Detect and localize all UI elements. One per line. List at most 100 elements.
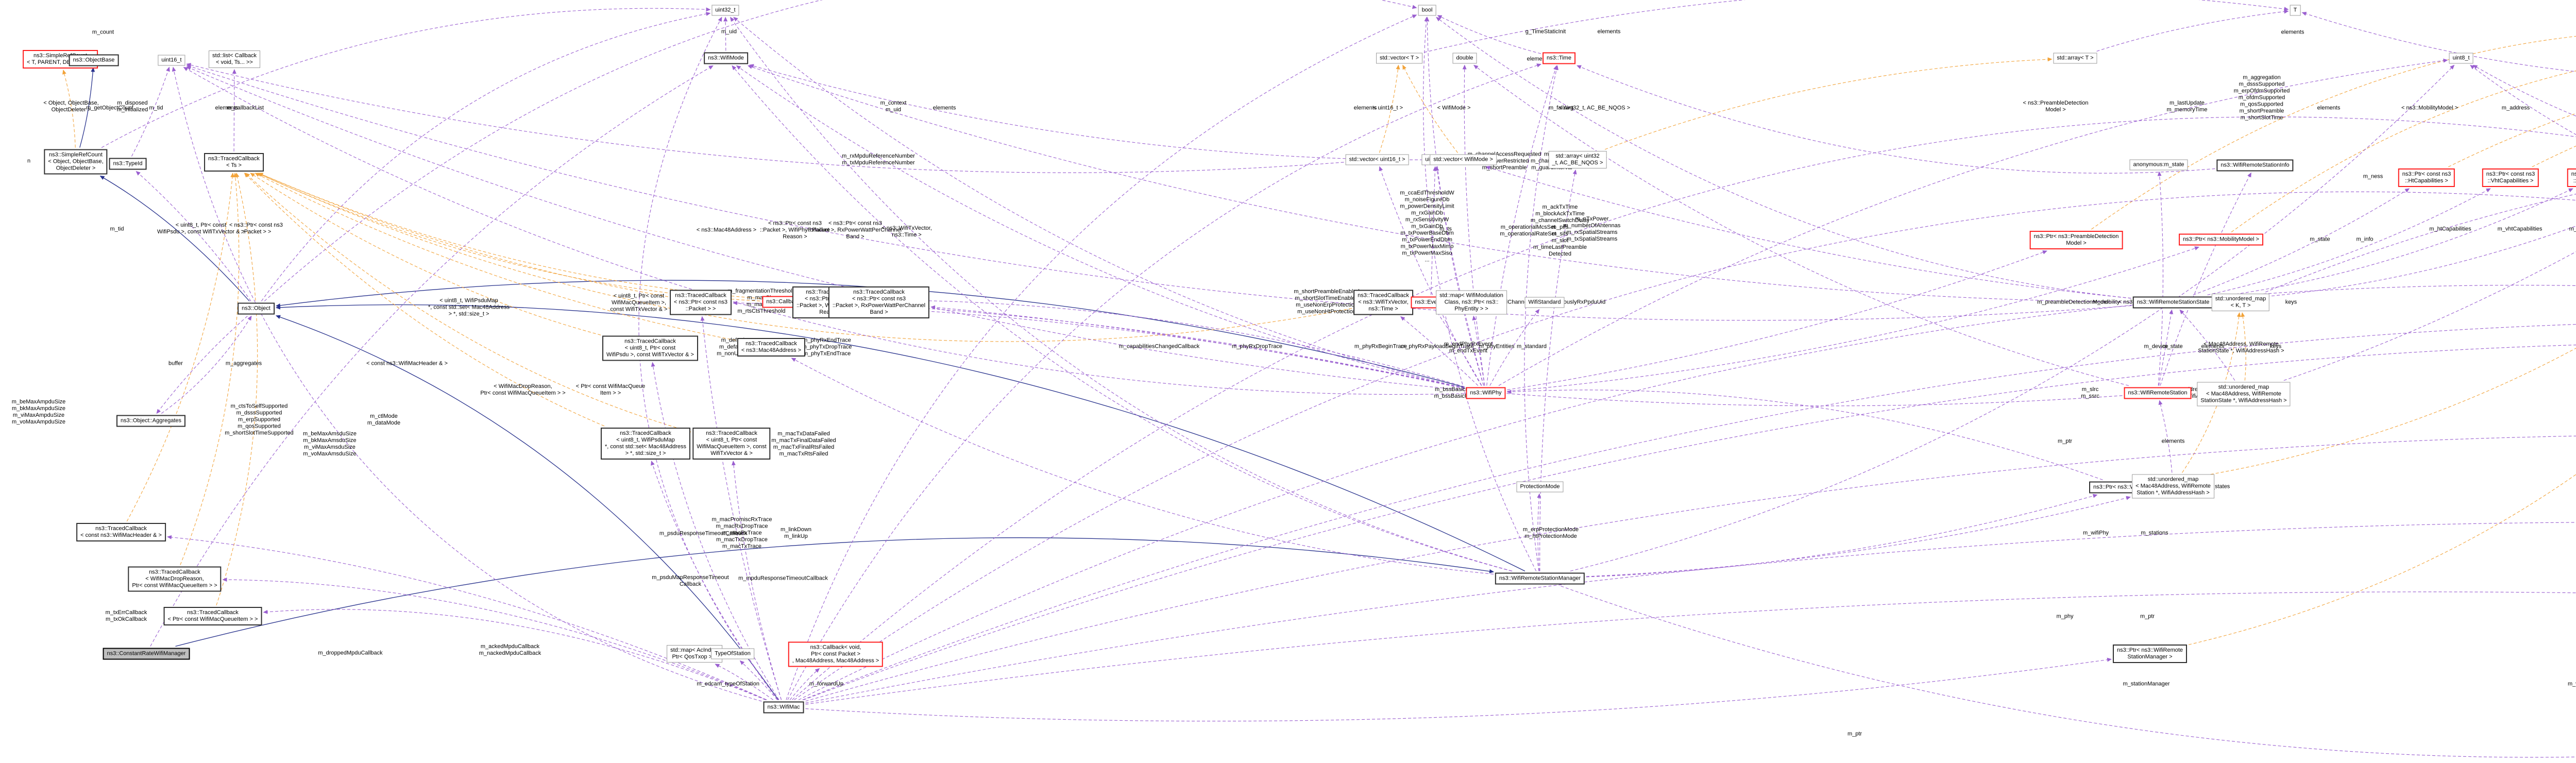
edge-label: < Object, ObjectBase, ObjectDeleter > bbox=[43, 100, 99, 113]
edge-label: m_ness bbox=[2363, 173, 2383, 180]
graph-node-wrs[interactable]: ns3::WifiRemoteStation bbox=[2124, 387, 2192, 399]
graph-edge bbox=[805, 522, 2576, 704]
edge-label: < ns3::Ptr< const ns3 ::Packet >, RxPowe… bbox=[808, 220, 902, 240]
graph-node-wifistandard[interactable]: WifiStandard bbox=[1524, 297, 1565, 308]
graph-node-ptr_htcap[interactable]: ns3::Ptr< const ns3 ::HtCapabilities > bbox=[2398, 168, 2455, 187]
graph-edge bbox=[2231, 71, 2576, 232]
graph-edge bbox=[79, 67, 95, 148]
edge-label: m_linkDown m_linkUp bbox=[781, 527, 811, 539]
graph-node-tracedcb_ts[interactable]: ns3::TracedCallback < Ts > bbox=[204, 153, 264, 172]
graph-node-cb_forwardup[interactable]: ns3::Callback< void, Ptr< const Packet >… bbox=[788, 641, 884, 667]
graph-edge bbox=[1462, 64, 1485, 386]
graph-node-protectionmode[interactable]: ProtectionMode bbox=[1516, 481, 1564, 493]
graph-node-ptr_vhtcap[interactable]: ns3::Ptr< const ns3 ::VhtCapabilities > bbox=[2482, 168, 2539, 187]
edge-label: m_state bbox=[2310, 236, 2330, 243]
edge-label: m_heCapabilities bbox=[2569, 226, 2576, 232]
graph-node-umap_kt[interactable]: std::unordered_map < K, T > bbox=[2211, 294, 2270, 311]
graph-edge bbox=[2215, 226, 2576, 301]
graph-node-bool[interactable]: bool bbox=[1418, 5, 1436, 16]
graph-node-tcb_mqi2[interactable]: ns3::TracedCallback < Ptr< const WifiMac… bbox=[163, 607, 262, 625]
graph-node-uint8[interactable]: uint8_t bbox=[2449, 53, 2473, 64]
graph-node-object[interactable]: ns3::Object bbox=[238, 302, 275, 315]
edge-label: n bbox=[27, 158, 31, 164]
edge-label: m_psduMapResponseTimeout Callback bbox=[652, 574, 729, 587]
edge-label: m_typeOfStation bbox=[717, 681, 759, 687]
graph-node-tcb_psdu[interactable]: ns3::TracedCallback < uint8_t, Ptr< cons… bbox=[602, 335, 698, 361]
graph-node-stdarray_t[interactable]: std::array< T > bbox=[2053, 53, 2097, 64]
graph-node-aggregates[interactable]: ns3::Object::Aggregates bbox=[116, 415, 186, 427]
graph-node-time[interactable]: ns3::Time bbox=[1543, 52, 1575, 64]
edge-label: m_standard bbox=[1516, 343, 1547, 350]
graph-edge bbox=[805, 591, 2576, 705]
edge-label: m_wifiPhy bbox=[2082, 530, 2109, 536]
graph-edge bbox=[805, 657, 2112, 722]
graph-edge bbox=[258, 173, 669, 297]
graph-edge bbox=[2188, 474, 2576, 645]
graph-node-wifiphy[interactable]: ns3::WifiPhy bbox=[1466, 387, 1506, 399]
graph-edge bbox=[798, 285, 2576, 700]
graph-node-ptr_wrsm[interactable]: ns3::Ptr< ns3::WifiRemote StationManager… bbox=[2112, 645, 2188, 663]
graph-edge bbox=[802, 324, 2576, 701]
graph-node-double[interactable]: double bbox=[1452, 53, 1477, 64]
graph-node-tcb_psdumap[interactable]: ns3::TracedCallback < uint8_t, WifiPsduM… bbox=[600, 428, 691, 460]
graph-edge bbox=[1379, 64, 1400, 153]
edge-label: m_phyEntities bbox=[1479, 343, 1515, 350]
graph-node-tcb_mqi[interactable]: ns3::TracedCallback < uint8_t, Ptr< cons… bbox=[692, 428, 771, 460]
graph-edge bbox=[216, 173, 258, 606]
graph-node-main[interactable]: ns3::ConstantRateWifiManager bbox=[103, 648, 190, 660]
graph-node-wrsinfo[interactable]: ns3::WifiRemoteStationInfo bbox=[2216, 159, 2294, 172]
graph-node-anon_mstate[interactable]: anonymous:m_state bbox=[2129, 159, 2188, 171]
edge-label: m_beMaxAmsduSize m_bkMaxAmsduSize m_viMa… bbox=[303, 431, 357, 457]
graph-node-tcb_rxpower[interactable]: ns3::TracedCallback < ns3::Ptr< const ns… bbox=[828, 286, 930, 318]
edge-label: m_mobility bbox=[2092, 299, 2120, 306]
graph-node-umap_station[interactable]: std::unordered_map < Mac48Address, WifiR… bbox=[2132, 474, 2214, 499]
graph-edge bbox=[2448, 113, 2576, 167]
graph-edge bbox=[186, 64, 2131, 321]
edge-label: m_failAvg bbox=[1548, 105, 1574, 111]
graph-node-umap_state[interactable]: std::unordered_map < Mac48Address, WifiR… bbox=[2197, 382, 2291, 406]
graph-edge bbox=[1437, 15, 1541, 54]
edge-label: m_aggregates bbox=[225, 360, 262, 367]
edge-label: elements bbox=[2201, 343, 2225, 350]
graph-node-typeid[interactable]: ns3::TypeId bbox=[109, 158, 147, 170]
graph-node-tcb_mac48[interactable]: ns3::TracedCallback < ns3::Mac48Address … bbox=[737, 338, 806, 357]
graph-edge bbox=[1436, 16, 2131, 299]
graph-edge bbox=[1402, 64, 1458, 153]
graph-node-stdvector_t[interactable]: std::vector< T > bbox=[1376, 53, 1423, 64]
edge-label: < Ptr< const WifiMacQueue Item > > bbox=[575, 383, 646, 396]
edge-label: m_ptr bbox=[2140, 613, 2155, 620]
graph-edge bbox=[2283, 251, 2576, 381]
graph-node-tcb_txvtime[interactable]: ns3::TracedCallback < ns3::WifiTxVector,… bbox=[1353, 290, 1413, 315]
graph-node-ptr_preamble[interactable]: ns3::Ptr< ns3::PreambleDetection Model > bbox=[2029, 231, 2123, 249]
graph-node-T[interactable]: T bbox=[2290, 5, 2301, 16]
graph-node-objectbase[interactable]: ns3::ObjectBase bbox=[69, 54, 119, 66]
graph-node-tcb_dropreason[interactable]: ns3::TracedCallback < WifiMacDropReason,… bbox=[128, 566, 222, 592]
graph-node-wifimac[interactable]: ns3::WifiMac bbox=[763, 701, 804, 714]
graph-edge bbox=[730, 16, 1513, 572]
graph-node-stdlist[interactable]: std::list< Callback < void, Ts... >> bbox=[209, 50, 260, 68]
graph-node-wifimode[interactable]: ns3::WifiMode bbox=[704, 52, 748, 64]
graph-edge bbox=[276, 315, 779, 700]
graph-node-wrsm[interactable]: ns3::WifiRemoteStationManager bbox=[1495, 572, 1585, 585]
graph-node-tcb_packet[interactable]: ns3::TracedCallback < ns3::Ptr< const ns… bbox=[670, 290, 732, 315]
graph-node-ptr_hecap[interactable]: ns3::Ptr< const ns3 ::HeCapabilities > bbox=[2567, 168, 2576, 187]
edge-label: m_operationalMcsSet m_operationalRateSet bbox=[1500, 224, 1556, 237]
graph-node-stdvector_wifimode[interactable]: std::vector< WifiMode > bbox=[1430, 154, 1497, 165]
graph-node-stdarray_uint32[interactable]: std::array< uint32 _t, AC_BE_NQOS > bbox=[1548, 151, 1607, 168]
graph-node-typeofstation[interactable]: TypeOfStation bbox=[711, 648, 754, 659]
edge-label: < ns3::MobilityModel > bbox=[2401, 105, 2459, 111]
graph-edge bbox=[255, 173, 736, 341]
graph-node-stdmap_phyent[interactable]: std::map< WifiModulation Class, ns3::Ptr… bbox=[1436, 290, 1507, 315]
graph-node-uint32[interactable]: uint32_t bbox=[711, 5, 739, 16]
graph-node-wrss[interactable]: ns3::WifiRemoteStationState bbox=[2132, 296, 2214, 309]
graph-node-tcb_machdr[interactable]: ns3::TracedCallback < const ns3::WifiMac… bbox=[76, 523, 166, 541]
graph-node-stdvector_uint16[interactable]: std::vector< uint16_t > bbox=[1345, 154, 1409, 165]
graph-node-uint16[interactable]: uint16_t bbox=[158, 55, 185, 66]
edge-label: m_shortPreambleEnabled m_shortSlotTimeEn… bbox=[1294, 289, 1360, 315]
graph-node-simplerefcount_obj[interactable]: ns3::SimpleRefCount < Object, ObjectBase… bbox=[44, 149, 108, 175]
graph-edge bbox=[786, 14, 1417, 700]
graph-node-ptr_mobility[interactable]: ns3::Ptr< ns3::MobilityModel > bbox=[2179, 233, 2263, 246]
graph-edge bbox=[245, 173, 691, 433]
graph-edge bbox=[791, 358, 1494, 574]
edge-label: m_macPromiscRxTrace m_macRxDropTrace m_m… bbox=[711, 516, 772, 550]
